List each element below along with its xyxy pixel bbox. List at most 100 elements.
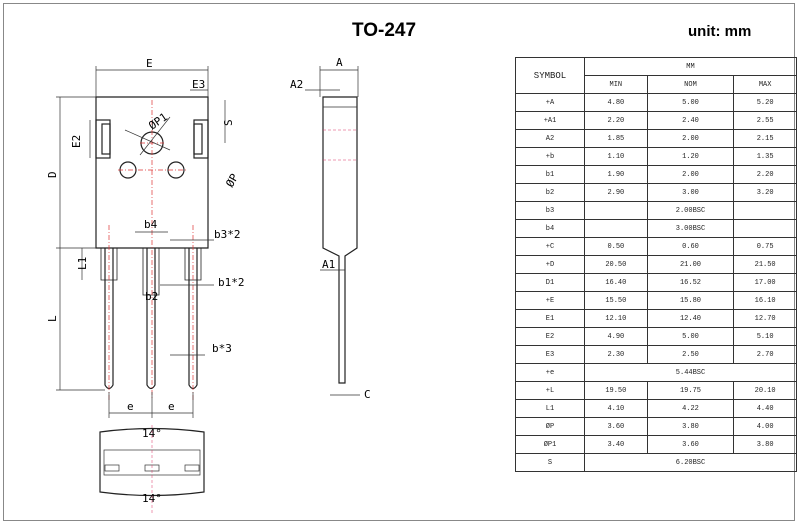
- nom-cell: 2.00BSC: [646, 201, 735, 220]
- nom-cell: 21.00: [646, 255, 735, 274]
- dim-E2: E2: [70, 135, 83, 148]
- unit-header: MM: [584, 57, 797, 76]
- nom-cell: 3.80: [646, 417, 735, 436]
- max-cell: 1.35: [733, 147, 797, 166]
- symbol-cell: +C: [515, 237, 585, 256]
- max-cell: 4.40: [733, 399, 797, 418]
- max-cell: 21.50: [733, 255, 797, 274]
- nom-cell: 3.00BSC: [646, 219, 735, 238]
- lead-center: [146, 248, 156, 390]
- col-header-min: MIN: [584, 75, 648, 94]
- nom-cell: 2.00: [646, 165, 735, 184]
- max-cell: 0.75: [733, 237, 797, 256]
- dim-E3: E3: [192, 78, 205, 91]
- bsc-cell: 5.44BSC: [584, 363, 797, 382]
- symbol-cell: +A: [515, 93, 585, 112]
- max-cell: 20.10: [733, 381, 797, 400]
- symbol-cell: +L: [515, 381, 585, 400]
- symbol-cell: b4: [515, 219, 585, 238]
- symbol-cell: +b: [515, 147, 585, 166]
- dim-A1: A1: [322, 258, 335, 271]
- symbol-cell: S: [515, 453, 585, 472]
- side-notch-right: [193, 119, 209, 159]
- col-header-nom: NOM: [646, 75, 735, 94]
- empty-cell: [584, 219, 648, 238]
- min-cell: 2.30: [584, 345, 648, 364]
- min-cell: 4.10: [584, 399, 648, 418]
- max-cell: 5.20: [733, 93, 797, 112]
- symbol-cell: E2: [515, 327, 585, 346]
- min-cell: 4.80: [584, 93, 648, 112]
- max-cell: 3.80: [733, 435, 797, 454]
- dim-D: D: [46, 171, 59, 178]
- min-cell: 0.50: [584, 237, 648, 256]
- dim-P: ØP: [223, 171, 241, 189]
- nom-cell: 19.75: [646, 381, 735, 400]
- nom-cell: 2.50: [646, 345, 735, 364]
- max-cell: 2.15: [733, 129, 797, 148]
- body-outline: [95, 96, 209, 249]
- bsc-cell: 6.20BSC: [584, 453, 797, 472]
- symbol-header: SYMBOL: [515, 57, 585, 94]
- symbol-cell: ØP: [515, 417, 585, 436]
- min-cell: 19.50: [584, 381, 648, 400]
- side-notch-left: [95, 119, 111, 159]
- symbol-cell: b3: [515, 201, 585, 220]
- min-cell: 2.90: [584, 183, 648, 202]
- table-row: b4 3.00BSC: [515, 219, 797, 238]
- symbol-cell: +D: [515, 255, 585, 274]
- symbol-cell: ØP1: [515, 435, 585, 454]
- max-cell: 2.20: [733, 165, 797, 184]
- dim-b4: b4: [144, 218, 158, 231]
- min-cell: 1.90: [584, 165, 648, 184]
- nom-cell: 3.00: [646, 183, 735, 202]
- symbol-cell: A2: [515, 129, 585, 148]
- dim-E: E: [146, 57, 153, 70]
- nom-cell: 1.20: [646, 147, 735, 166]
- symbol-cell: L1: [515, 399, 585, 418]
- max-cell: 17.00: [733, 273, 797, 292]
- dim-e1: e: [127, 400, 134, 413]
- min-cell: 20.50: [584, 255, 648, 274]
- dim-P1: ØP1: [146, 110, 170, 132]
- symbol-cell: +E: [515, 291, 585, 310]
- col-header-max: MAX: [733, 75, 797, 94]
- dim-A2: A2: [290, 78, 303, 91]
- dim-b3x2: b3*2: [214, 228, 241, 241]
- unit-label: unit: mm: [688, 23, 752, 40]
- angle-bottom: 14°: [142, 492, 162, 505]
- min-cell: 12.10: [584, 309, 648, 328]
- max-cell: 2.70: [733, 345, 797, 364]
- dim-S: S: [222, 119, 235, 126]
- symbol-cell: b2: [515, 183, 585, 202]
- symbol-cell: +A1: [515, 111, 585, 130]
- nom-cell: 4.22: [646, 399, 735, 418]
- nom-cell: 0.60: [646, 237, 735, 256]
- empty-cell: [733, 219, 797, 238]
- nom-cell: 2.40: [646, 111, 735, 130]
- dim-L1: L1: [76, 257, 89, 270]
- symbol-cell: b1: [515, 165, 585, 184]
- dim-b1x2: b1*2: [218, 276, 245, 289]
- dim-bx3: b*3: [212, 342, 232, 355]
- angle-top: 14°: [142, 427, 162, 440]
- max-cell: 3.20: [733, 183, 797, 202]
- nom-cell: 15.80: [646, 291, 735, 310]
- max-cell: 2.55: [733, 111, 797, 130]
- empty-cell: [584, 201, 648, 220]
- min-cell: 1.10: [584, 147, 648, 166]
